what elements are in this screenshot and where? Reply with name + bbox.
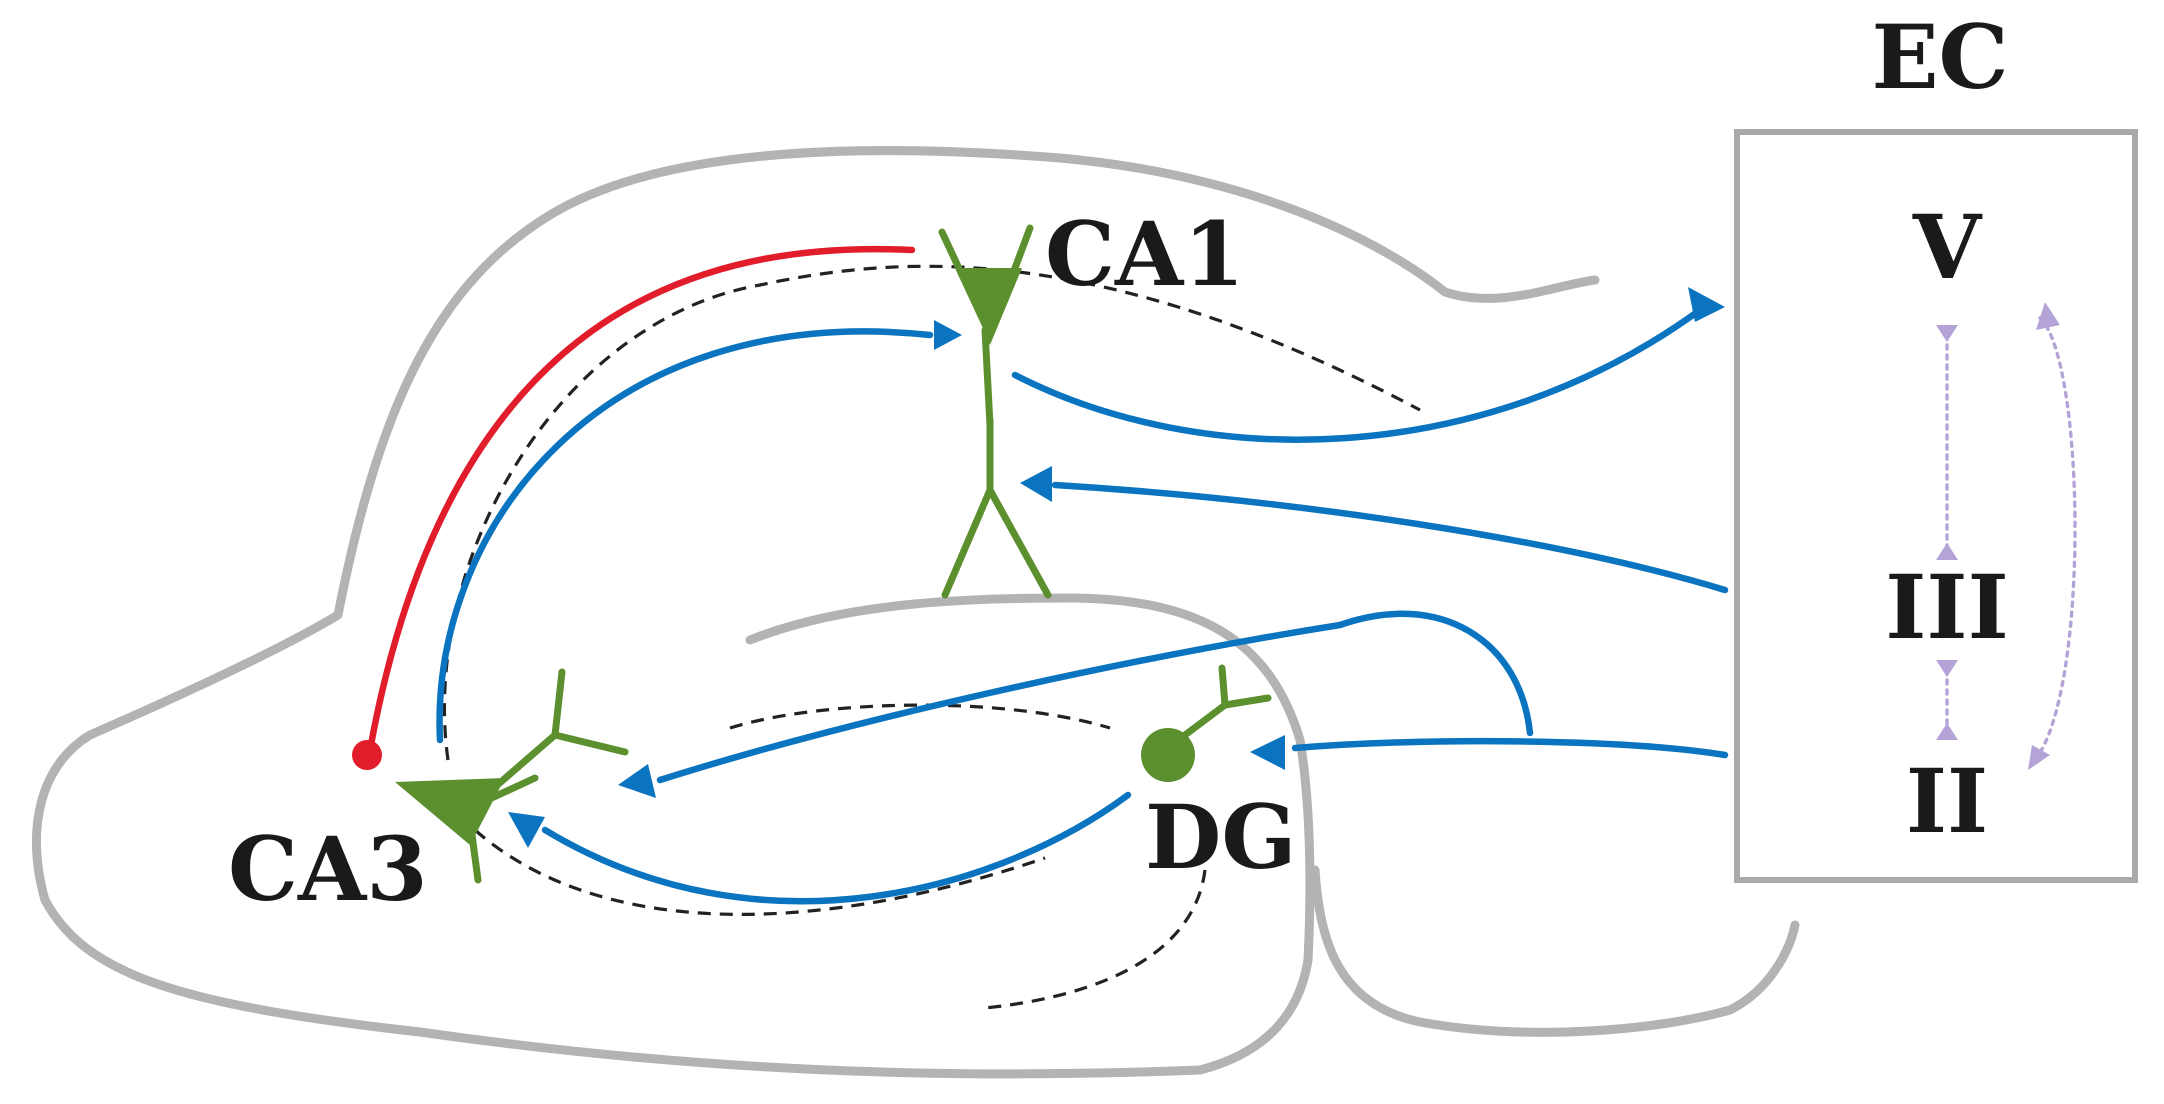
dashed-layer-ca <box>442 264 1421 761</box>
dashed-layer-dg-upper <box>729 703 1111 730</box>
dashed-layer-dg-lower <box>984 869 1207 1010</box>
ca1-to-ec-v-arrowhead <box>1688 287 1725 322</box>
ec-layer-v-label: V <box>1912 195 1983 299</box>
ca1-label: CA1 <box>1045 202 1245 306</box>
dg-label: DG <box>1145 785 1296 889</box>
hippocampus-outline <box>31 146 1600 1079</box>
ca1-to-ec-v-pathway <box>1011 306 1704 443</box>
ec-iii-to-ca1-arrowhead <box>1020 466 1052 502</box>
backprojection-terminal-dot <box>352 740 382 770</box>
dg-granule-cell <box>1141 664 1272 782</box>
ec-box <box>1734 129 2138 883</box>
ca3-label: CA3 <box>228 817 428 921</box>
ca1-neuron <box>938 224 1052 599</box>
ca1-to-ca3-backprojection <box>366 245 916 754</box>
ca3-to-ca1-pathway <box>436 328 934 744</box>
lower-outline <box>1310 865 1800 1037</box>
ec-ii-to-dg-pathway <box>1291 737 1729 759</box>
dashed-layer-ca3-lower <box>473 828 1046 916</box>
ca3-neuron <box>395 668 629 884</box>
ec-ii-to-ca3-pathway <box>656 610 1534 784</box>
ec-layer-ii-label: II <box>1906 749 1988 853</box>
ec-ii-to-ca3-arrowhead <box>618 764 656 798</box>
ec-layer-iii-label: III <box>1885 555 2009 659</box>
ca3-to-ca1-arrowhead <box>934 320 962 350</box>
ec-iii-to-ca1-pathway <box>1051 481 1729 594</box>
dg-to-ca3-arrowhead <box>508 812 545 848</box>
ec-ii-to-dg-arrowhead <box>1250 735 1285 770</box>
dg-to-ca3-pathway <box>541 791 1132 905</box>
ec-label: EC <box>1871 5 2008 109</box>
ec-internal-connections <box>1936 302 2077 770</box>
